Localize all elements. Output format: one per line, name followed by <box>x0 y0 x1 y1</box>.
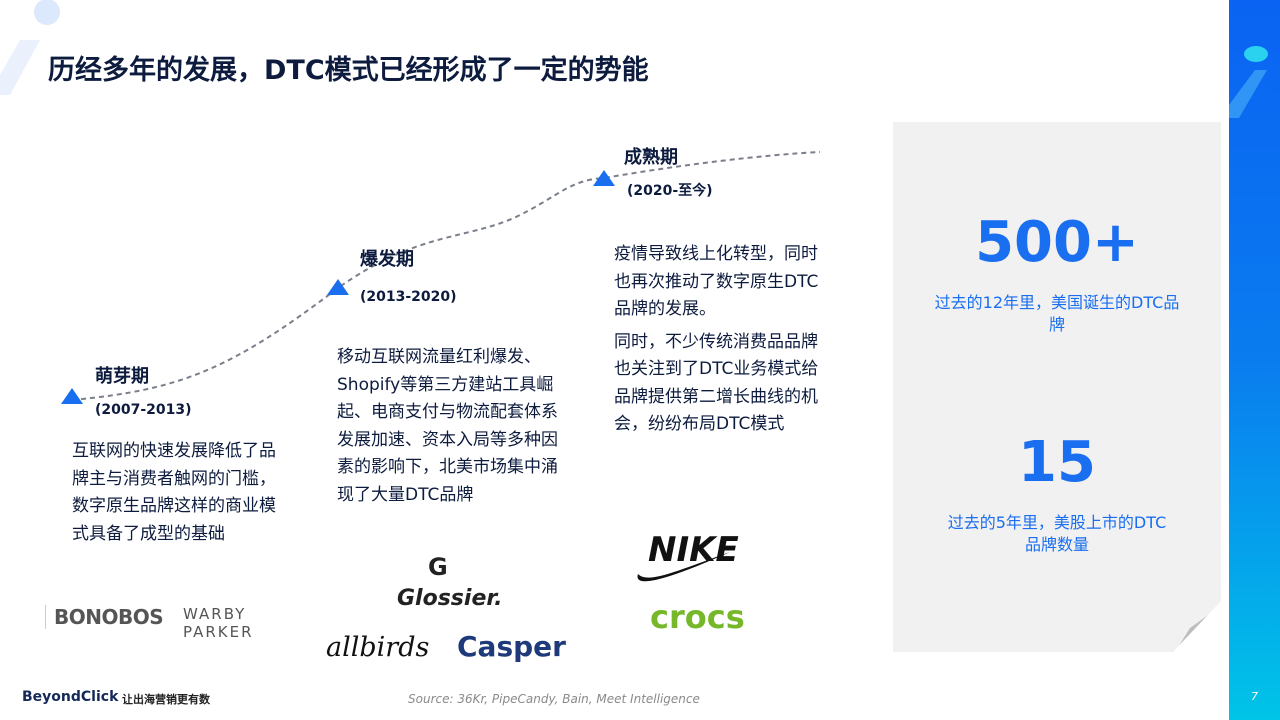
stage-description: 疫情导致线上化转型，同时也再次推动了数字原生DTC品牌的发展。同时，不少传统消费… <box>614 241 829 444</box>
logo-line: WARBY <box>183 605 247 623</box>
brand-i-icon <box>1229 46 1268 118</box>
nike-logo: NIKE <box>648 530 739 570</box>
brand-sidebar: 7 <box>1229 0 1280 720</box>
paragraph: 移动互联网流量红利爆发、Shopify等第三方建站工具崛起、电商支付与物流配套体… <box>337 347 558 505</box>
stage-marker-icon <box>593 170 615 186</box>
stage-name: 爆发期 <box>360 249 414 270</box>
stage-name: 萌芽期 <box>95 366 149 387</box>
page-fold-decoration <box>1170 600 1225 655</box>
paragraph: 同时，不少传统消费品品牌也关注到了DTC业务模式给品牌提供第二增长曲线的机会，纷… <box>614 331 819 435</box>
bonobos-logo: BONOBOS <box>45 605 164 629</box>
stat-value: 500+ <box>975 210 1139 275</box>
casper-logo: Casper <box>457 630 566 663</box>
stage-years: (2013-2020) <box>360 289 457 305</box>
stage-description: 移动互联网流量红利爆发、Shopify等第三方建站工具崛起、电商支付与物流配套体… <box>337 344 562 514</box>
paragraph: 疫情导致线上化转型，同时也再次推动了数字原生DTC品牌的发展。 <box>614 244 819 319</box>
glossier-g-logo: G <box>428 553 448 581</box>
stage-description: 互联网的快速发展降低了品牌主与消费者触网的门槛，数字原生品牌这样的商业模式具备了… <box>72 438 287 553</box>
stage-years: (2007-2013) <box>95 402 192 418</box>
page-title: 历经多年的发展，DTC模式已经形成了一定的势能 <box>48 55 649 86</box>
stat-caption: 过去的5年里，美股上市的DTC品牌数量 <box>947 513 1167 554</box>
brand-slogan: 让出海营销更有数 <box>122 693 210 706</box>
timeline-curve <box>71 151 821 401</box>
glossier-logo: Glossier. <box>397 586 503 611</box>
crocs-logo: crocs <box>650 598 745 636</box>
stage-marker-icon <box>61 388 83 404</box>
brand-logo: BeyondClick <box>22 689 119 705</box>
nike-swoosh-icon <box>637 552 730 582</box>
allbirds-logo: allbirds <box>326 632 430 663</box>
stat-caption: 过去的12年里，美国诞生的DTC品牌 <box>934 293 1180 334</box>
source-note: Source: 36Kr, PipeCandy, Bain, Meet Inte… <box>408 692 700 706</box>
stage-marker-icon <box>327 279 349 295</box>
paragraph: 互联网的快速发展降低了品牌主与消费者触网的门槛，数字原生品牌这样的商业模式具备了… <box>72 441 276 544</box>
page-number: 7 <box>1251 690 1258 703</box>
stats-panel: 500+ 过去的12年里，美国诞生的DTC品牌 15 过去的5年里，美股上市的D… <box>893 122 1221 652</box>
logo-line: PARKER <box>183 623 254 641</box>
stage-years: (2020-至今) <box>627 183 713 199</box>
stat-value: 15 <box>1018 430 1096 495</box>
stage-name: 成熟期 <box>624 147 678 168</box>
corner-decoration <box>0 0 60 95</box>
